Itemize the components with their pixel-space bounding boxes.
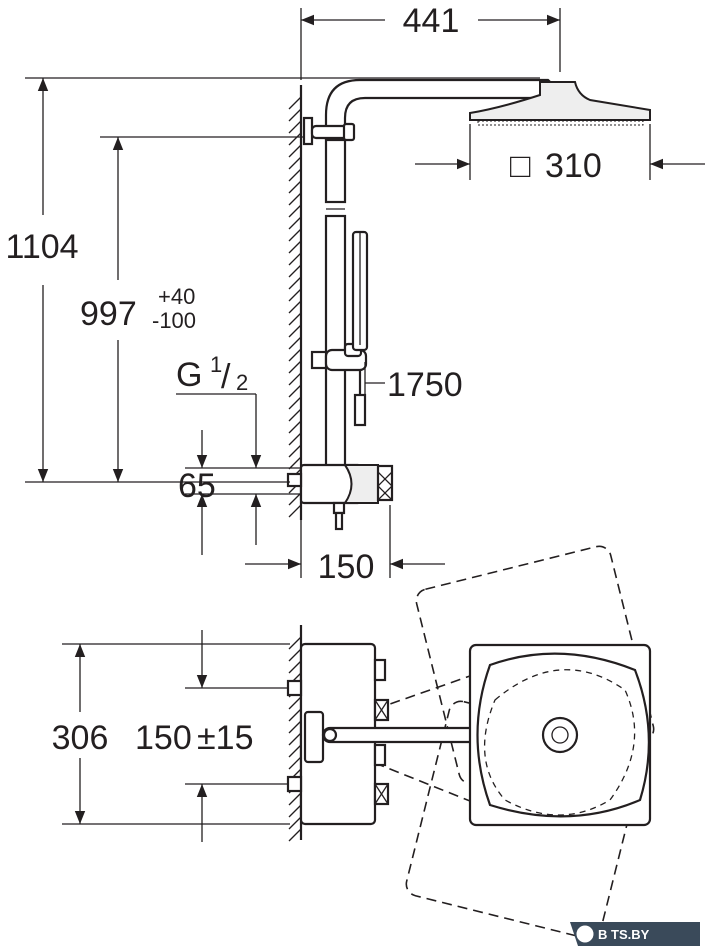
wall-hatch-line (288, 408, 302, 422)
dim-thread-num: 1 (210, 352, 222, 377)
wall-top (288, 625, 303, 842)
wall-hatch-line (288, 348, 302, 362)
wall-hatch-line (288, 252, 302, 266)
dim-inlet-distance: 150 ±15 (135, 630, 288, 842)
hand-shower (351, 230, 369, 427)
dim-inlet-distance-label: 150 (135, 719, 192, 757)
wall-hatch-line (288, 432, 302, 446)
wall-hatch-line (288, 732, 302, 746)
dim-head-size-label: 310 (545, 147, 602, 185)
wall-hatch-line (288, 636, 302, 650)
wall-hatch-line (288, 120, 302, 134)
wall-hatch-line (288, 180, 302, 194)
wall-hatch-line (288, 696, 302, 710)
wall-hatch-line (288, 276, 302, 290)
wall-hatch-line (288, 660, 302, 674)
wall-hatch-line (288, 816, 302, 830)
wall-hatch-line (288, 444, 302, 458)
wall-hatch-line (288, 240, 302, 254)
dim-hose-length: 1750 (364, 362, 463, 404)
wall-hatch-line (288, 228, 302, 242)
dim-thread-den: 2 (236, 370, 248, 395)
wall-hatch-line (288, 360, 302, 374)
wall-hatch-line (288, 108, 302, 122)
dim-inlet-distance-tol: ±15 (197, 719, 253, 757)
knob-lower (373, 782, 390, 806)
wall-hatch-line (288, 96, 302, 110)
dim-total-height: 1104 (5, 77, 540, 483)
dim-inlet-offset-label: 65 (178, 467, 216, 505)
wall-hatch-line (288, 504, 302, 518)
dim-hose-length-label: 1750 (387, 366, 463, 404)
dim-rail-height: 997 +40 -100 (80, 136, 304, 482)
wall-hatch-line (288, 756, 302, 770)
dim-total-height-label: 1104 (5, 228, 78, 266)
wall-hatch-line (288, 744, 302, 758)
dim-head-size-symbol: □ (510, 147, 531, 185)
wall-hatch-line (288, 336, 302, 350)
knob-upper (373, 698, 390, 722)
wall-hatch-line (288, 720, 302, 734)
wall-bracket (302, 116, 356, 146)
dim-thread-slash: / (221, 358, 231, 396)
wall-hatch-line (288, 804, 302, 818)
wall-hatch-line (288, 792, 302, 806)
wall-hatch-line (288, 396, 302, 410)
wall-side (288, 85, 303, 520)
dim-thread: G 1 / 2 (176, 352, 262, 468)
head-nozzles (477, 120, 644, 126)
watermark: B TS.BY (570, 922, 700, 946)
wall-hatch-line (288, 192, 302, 206)
dim-arm-projection: 441 (300, 2, 561, 80)
watermark-text: B TS.BY (598, 927, 650, 942)
wall-hatch-line (288, 204, 302, 218)
top-view: 306 150 ±15 (52, 545, 655, 940)
dim-thermostat-depth-label: 150 (318, 548, 375, 586)
wall-hatch-line (288, 312, 302, 326)
wall-hatch-line (288, 168, 302, 182)
wall-hatch-line (288, 288, 302, 302)
wall-hatch-line (288, 708, 302, 722)
wall-hatch-line (288, 324, 302, 338)
riser-rail (324, 138, 347, 468)
side-view: 441 □ 310 1104 997 +40 -100 (5, 2, 705, 586)
wall-hatch-line (288, 132, 302, 146)
dim-inlet-offset: 65 (178, 430, 300, 555)
dim-arm-projection-label: 441 (403, 2, 460, 40)
wall-hatch-line (288, 828, 302, 842)
shower-head (469, 81, 651, 126)
thermostat-side (286, 463, 394, 531)
dim-rail-tol-minus: -100 (152, 308, 196, 333)
wall-hatch-line (288, 300, 302, 314)
wall-hatch-line (288, 156, 302, 170)
wall-hatch-line (288, 648, 302, 662)
dim-inlet-spacing-label: 306 (52, 719, 109, 757)
dim-head-size: □ 310 (415, 124, 705, 185)
wall-hatch-line (288, 264, 302, 278)
wall-hatch-line (288, 372, 302, 386)
dim-thermostat-depth: 150 (245, 505, 445, 586)
dim-rail-tol-plus: +40 (158, 284, 195, 309)
wall-hatch-line (288, 492, 302, 506)
wall-hatch-line (288, 384, 302, 398)
wall-hatch-line (288, 216, 302, 230)
dim-inlet-spacing: 306 (52, 643, 290, 825)
dim-rail-height-label: 997 (80, 295, 137, 333)
wall-hatch-line (288, 144, 302, 158)
knurl-pattern (377, 471, 393, 501)
dim-thread-g: G (176, 356, 202, 394)
shower-head-top (468, 643, 652, 827)
wall-hatch-line (288, 456, 302, 470)
wall-hatch-line (288, 420, 302, 434)
